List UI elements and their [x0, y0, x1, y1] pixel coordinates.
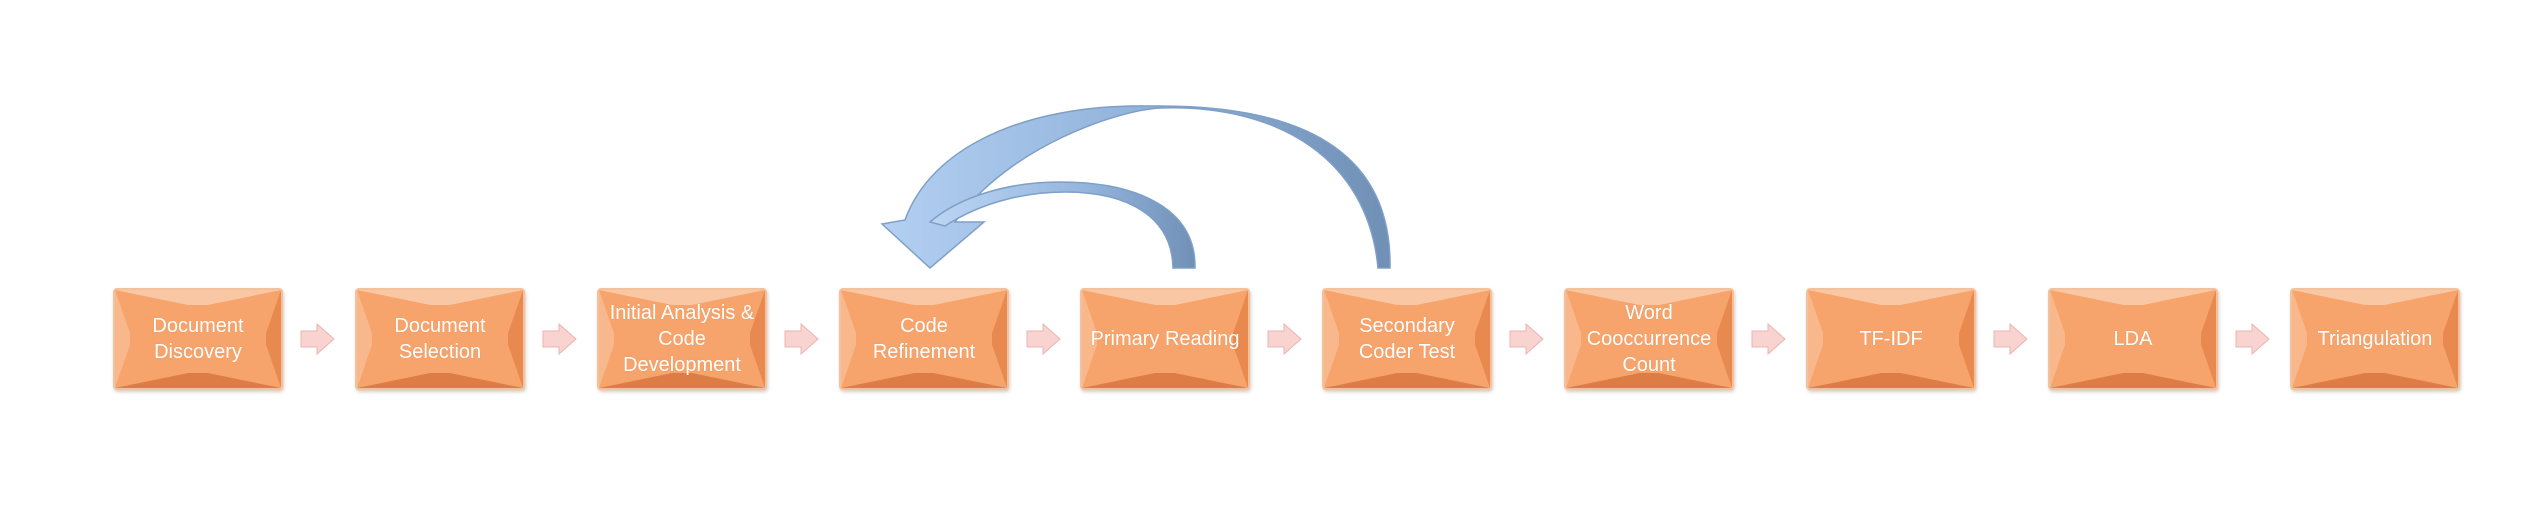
step-secondary-coder-test: Secondary Coder Test — [1322, 288, 1492, 390]
right-arrow-icon — [1509, 322, 1544, 356]
step-lda: LDA — [2048, 288, 2218, 390]
feedback-arrow-primary-to-refinement — [928, 181, 1196, 269]
step-code-refinement: Code Refinement — [839, 288, 1009, 390]
step-label: TF-IDF — [1859, 328, 1923, 350]
right-arrow-icon — [1993, 322, 2028, 356]
feedback-arrow-secondary-to-refinement — [880, 105, 1391, 270]
step-label: LDA — [2113, 328, 2153, 350]
step-label: Primary Reading — [1090, 328, 1240, 350]
step-label: Initial Analysis & Code Development — [609, 302, 755, 376]
step-primary-reading: Primary Reading — [1080, 288, 1250, 390]
right-arrow-icon — [784, 322, 819, 356]
right-arrow-icon — [300, 322, 335, 356]
step-label: Secondary Coder Test — [1358, 315, 1456, 363]
step-label: Document Selection — [394, 315, 486, 363]
step-word-cooccurrence-count: Word Cooccurrence Count — [1564, 288, 1734, 390]
right-arrow-icon — [1751, 322, 1786, 356]
step-label: Code Refinement — [872, 315, 976, 363]
right-arrow-icon — [1267, 322, 1302, 356]
step-document-discovery: Document Discovery — [113, 288, 283, 390]
right-arrow-icon — [2235, 322, 2270, 356]
step-label: Document Discovery — [152, 315, 244, 363]
step-tf-idf: TF-IDF — [1806, 288, 1976, 390]
step-triangulation: Triangulation — [2290, 288, 2460, 390]
right-arrow-icon — [1026, 322, 1061, 356]
step-document-selection: Document Selection — [355, 288, 525, 390]
right-arrow-icon — [542, 322, 577, 356]
step-label: Word Cooccurrence Count — [1586, 302, 1712, 376]
step-initial-analysis: Initial Analysis & Code Development — [597, 288, 767, 390]
step-label: Triangulation — [2317, 328, 2433, 350]
